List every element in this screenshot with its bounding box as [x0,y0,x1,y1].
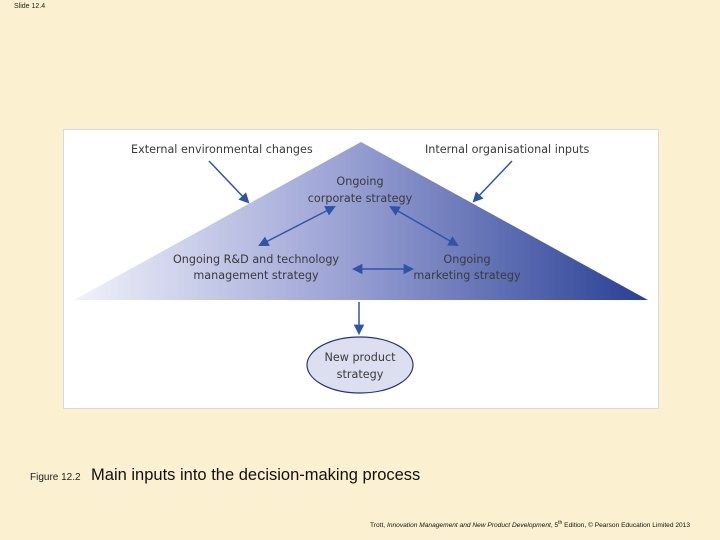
external-input-arrow [208,160,250,204]
decision-process-diagram: External environmental changes Internal … [74,142,648,394]
figure-caption: Figure 12.2 Main inputs into the decisio… [30,466,420,485]
figure-number: Figure 12.2 [30,472,81,483]
rd-strategy-label: management strategy [193,269,319,282]
corporate-strategy-label: Ongoing [336,175,383,188]
footer-publisher: Edition, © Pearson Education Limited 201… [562,522,690,530]
marketing-strategy-label: marketing strategy [413,269,521,282]
footer-author: Trott, [369,522,386,530]
rd-strategy-label: Ongoing R&D and technology [173,253,339,266]
new-product-ellipse [306,336,414,394]
corporate-strategy-label: corporate strategy [308,192,413,205]
external-changes-label: External environmental changes [131,143,313,156]
figure-panel: External environmental changes Internal … [64,130,658,408]
internal-input-arrow [472,160,513,203]
new-product-label: New product [325,351,397,364]
figure-title: Main inputs into the decision-making pro… [91,466,421,484]
corporate-marketing-arrow [389,205,459,247]
copyright-footer: Trott, Innovation Management and New Pro… [370,520,690,529]
internal-inputs-label: Internal organisational inputs [425,143,589,156]
footer-edition-suffix: th [558,520,563,526]
marketing-strategy-label: Ongoing [443,253,490,266]
new-product-label: strategy [337,368,384,381]
strategy-triangle [74,142,648,300]
corporate-rd-arrow [258,206,336,246]
footer-edition: , 5 [550,522,559,530]
slide-number: Slide 12.4 [14,3,46,10]
footer-book-title: Innovation Management and New Product De… [386,522,551,530]
